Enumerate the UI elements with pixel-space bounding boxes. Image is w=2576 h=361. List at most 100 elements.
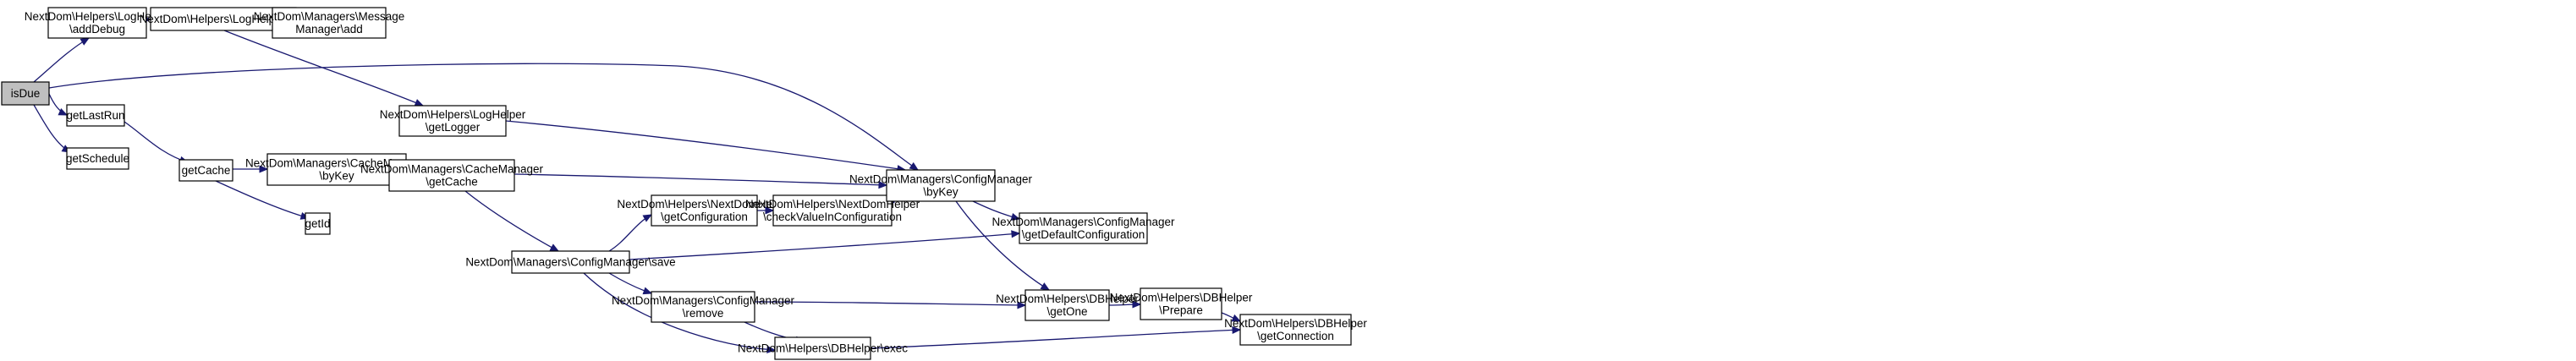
node-label-line: \getLogger (426, 121, 481, 134)
edge-cfgRemove-to-getOne (754, 301, 1027, 309)
edge-line (223, 30, 424, 107)
edge-arrowhead (642, 287, 653, 295)
edge-arrowhead (58, 107, 69, 116)
node-label-line: NextDom\Managers\CacheManager (245, 157, 429, 170)
node-box (1019, 212, 1148, 244)
node-box (886, 169, 996, 202)
node-label-line: \getOne (1046, 305, 1087, 318)
node-box (398, 105, 507, 137)
node-label-line: Manager\add (295, 23, 363, 36)
edge-arrowhead (1010, 213, 1021, 221)
node-box (266, 153, 407, 186)
node-label-line: NextDom\Managers\CacheManager (360, 163, 544, 176)
edge-isDue-to-cfgByKey (48, 63, 920, 171)
node-box (47, 7, 147, 39)
edge-arrowhead (1017, 301, 1027, 309)
node-dbExec[interactable]: NextDom\Helpers\DBHelper\exec (738, 336, 908, 360)
edge-line (215, 180, 310, 219)
node-label-line: getSchedule (66, 152, 129, 165)
edge-line (505, 120, 906, 171)
edge-arrowhead (259, 165, 269, 173)
edge-arrowhead (642, 214, 653, 222)
edge-cfgSave-to-dbExec (583, 272, 777, 353)
edge-line (33, 104, 71, 153)
edge-line (464, 190, 559, 252)
node-label-line: \Prepare (1159, 304, 1203, 317)
edge-arrowhead (414, 99, 425, 107)
node-label-line: \remove (683, 307, 724, 320)
edge-arrowhead (80, 37, 91, 46)
node-getCache[interactable]: getCache (179, 159, 233, 182)
edge-arrowhead (1132, 300, 1142, 309)
edge-line (629, 232, 1020, 260)
edge-line (124, 121, 189, 163)
edge-ndGetConfig-to-checkValue (757, 206, 775, 215)
node-box (272, 7, 387, 39)
node-getOne[interactable]: NextDom\Helpers\DBHelper\getOne (996, 289, 1139, 321)
node-getId[interactable]: getId (305, 212, 331, 235)
node-getLogger[interactable]: NextDom\Helpers\LogHelper\getLogger (380, 105, 526, 137)
node-box (1024, 289, 1110, 321)
node-label-line: NextDom\Managers\Message (254, 10, 405, 23)
node-box (1, 81, 50, 106)
node-label-line: NextDom\Helpers\NextDomHelper (745, 198, 920, 211)
node-box (66, 147, 129, 170)
node-box (511, 250, 630, 274)
node-getConnection[interactable]: NextDom\Helpers\DBHelper\getConnection (1224, 314, 1367, 346)
node-addDebug[interactable]: NextDom\Helpers\LogHelper\addDebug (25, 7, 171, 39)
edge-getCache-to-getId (215, 180, 310, 220)
node-box (150, 7, 297, 31)
node-ndGetConfig[interactable]: NextDom\Helpers\NextDomHelper\getConfigu… (617, 194, 792, 227)
node-box (305, 212, 331, 235)
node-label-line: getCache (182, 164, 231, 177)
node-box (651, 194, 758, 227)
edge-line (514, 173, 887, 186)
node-label-line: \checkValueInConfiguration (763, 211, 902, 223)
edge-logAdd-to-getLogger (223, 30, 425, 107)
edge-arrowhead (1011, 230, 1021, 238)
edge-isDue-to-getSchedule (33, 104, 72, 153)
node-label-line: \getDefaultConfiguration (1022, 228, 1145, 241)
node-cfgByKey[interactable]: NextDom\Managers\ConfigManager\byKey (849, 169, 1033, 202)
node-label-line: NextDom\Helpers\LogHelper (380, 108, 526, 121)
node-getSchedule[interactable]: getSchedule (66, 147, 129, 170)
edge-line (48, 63, 919, 171)
node-cfgRemove[interactable]: NextDom\Managers\ConfigManager\remove (612, 291, 795, 323)
node-label-line: \getCache (426, 176, 478, 189)
edges-layer (33, 15, 1242, 353)
edge-arrowhead (878, 181, 888, 189)
node-prepare[interactable]: NextDom\Helpers\DBHelper\Prepare (1110, 287, 1253, 320)
node-getLastRun[interactable]: getLastRun (66, 104, 125, 127)
edge-cmGetCache-to-cfgByKey (514, 173, 888, 189)
node-checkValue[interactable]: NextDom\Helpers\NextDomHelper\checkValue… (745, 194, 920, 227)
edge-cfgSave-to-cfgRemove (608, 272, 653, 295)
edge-isDue-to-addDebug (33, 37, 91, 83)
edge-arrowhead (765, 206, 775, 215)
node-label-line: \getConnection (1257, 330, 1334, 342)
node-getDefaultConfig[interactable]: NextDom\Managers\ConfigManager\getDefaul… (991, 212, 1175, 244)
node-label-line: getLastRun (66, 109, 124, 122)
edge-prepare-to-getConnection (1221, 312, 1242, 322)
node-label-line: NextDom\Helpers\LogHelper (25, 10, 171, 23)
node-label-line: NextDom\Helpers\DBHelper (996, 293, 1139, 305)
edge-line (955, 200, 1050, 291)
node-label-line: \addDebug (69, 23, 125, 36)
node-box (772, 194, 893, 227)
node-label-line: NextDom\Managers\ConfigManager (849, 173, 1033, 186)
node-logAdd[interactable]: NextDom\Helpers\LogHelper\add (140, 7, 308, 31)
node-cacheByKey[interactable]: NextDom\Managers\CacheManager\byKey (245, 153, 429, 186)
edge-getLastRun-to-getCache (124, 121, 189, 164)
node-label-line: \byKey (923, 186, 958, 199)
node-isDue[interactable]: isDue (1, 81, 50, 106)
edge-cfgSave-to-getDefaultConfig (629, 230, 1021, 260)
edge-arrowhead (766, 345, 777, 353)
node-label-line: NextDom\Helpers\LogHelper\add (140, 13, 308, 25)
node-cmGetCache[interactable]: NextDom\Managers\CacheManager\getCache (360, 159, 544, 192)
edge-arrowhead (549, 243, 560, 252)
edge-getOne-to-prepare (1108, 300, 1142, 309)
edge-cmGetCache-to-cfgSave (464, 190, 560, 252)
edge-arrowhead (909, 161, 920, 171)
node-label-line: isDue (11, 87, 41, 100)
node-cfgSave[interactable]: NextDom\Managers\ConfigManager\save (465, 250, 676, 274)
